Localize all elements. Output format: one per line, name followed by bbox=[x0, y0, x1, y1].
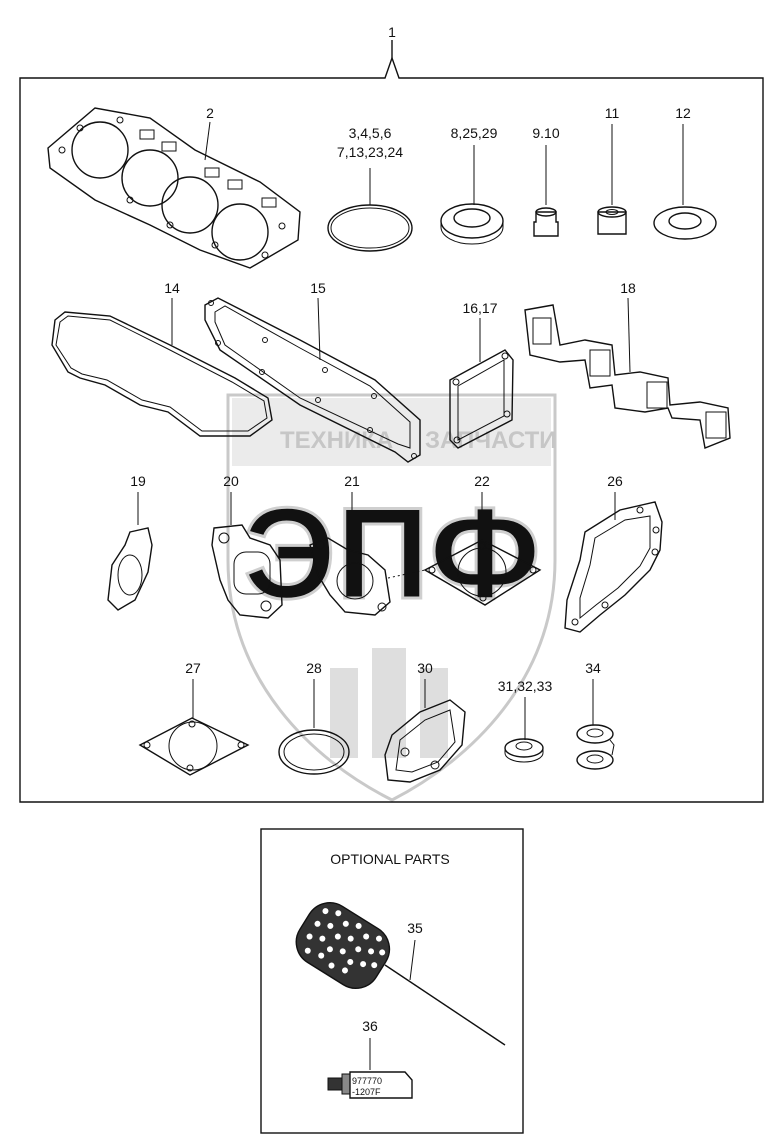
oval-port-gasket: 20 bbox=[211, 473, 283, 619]
cylinder-head-gasket: 2 bbox=[47, 105, 301, 269]
part-3-label-line1: 3,4,5,6 bbox=[349, 125, 392, 141]
optional-parts-title: OPTIONAL PARTS bbox=[330, 851, 450, 867]
part-14-label: 14 bbox=[164, 280, 180, 296]
part-28-label: 28 bbox=[306, 660, 322, 676]
part-16-label: 16,17 bbox=[462, 300, 497, 316]
oil-seal: 12 bbox=[653, 105, 717, 240]
water-pump-gasket: 26 bbox=[564, 473, 663, 633]
part-9-label: 9.10 bbox=[532, 125, 559, 141]
square-gasket: 16,17 bbox=[449, 300, 514, 449]
part-36-label: 36 bbox=[362, 1018, 378, 1034]
tube-text-line1: 977770 bbox=[352, 1076, 382, 1086]
part-3-label-line2: 7,13,23,24 bbox=[337, 144, 403, 160]
washer-pair: 34 bbox=[576, 660, 615, 770]
sealant-tube: 36 977770 -1207F bbox=[327, 1018, 413, 1099]
part-11-label: 11 bbox=[605, 105, 620, 121]
diamond-gasket: 22 bbox=[423, 473, 542, 606]
part-21-label: 21 bbox=[344, 473, 360, 489]
optional-parts-box bbox=[260, 828, 524, 1134]
small-flange-gasket: 19 bbox=[107, 473, 153, 611]
part-2-label: 2 bbox=[206, 105, 214, 121]
round-port-gasket: 21 bbox=[309, 473, 426, 616]
tube-text-line2: -1207F bbox=[352, 1087, 381, 1097]
valve-cover-gasket: 14 bbox=[51, 280, 273, 437]
part-8-label: 8,25,29 bbox=[451, 125, 498, 141]
part-18-label: 18 bbox=[620, 280, 636, 296]
washer: 31,32,33 bbox=[498, 678, 553, 763]
cover-gasket: 30 bbox=[384, 660, 466, 783]
seal-ring: 8,25,29 bbox=[440, 125, 504, 245]
part-20-label: 20 bbox=[223, 473, 239, 489]
large-o-ring: 28 bbox=[278, 660, 350, 775]
part-12-label: 12 bbox=[675, 105, 691, 121]
intake-manifold-gasket: 15 bbox=[204, 280, 421, 463]
part-34-label: 34 bbox=[585, 660, 601, 676]
part-15-label: 15 bbox=[310, 280, 326, 296]
throttle-gasket: 27 bbox=[138, 660, 250, 776]
part-27-label: 27 bbox=[185, 660, 201, 676]
part-22-label: 22 bbox=[474, 473, 490, 489]
part-26-label: 26 bbox=[607, 473, 623, 489]
part-31-label: 31,32,33 bbox=[498, 678, 553, 694]
watermark-logo: ТЕХНИКА ЗАПЧАСТИ ЭПФ bbox=[226, 393, 557, 802]
exhaust-manifold-gasket: 18 bbox=[524, 280, 731, 449]
watermark-line1: ТЕХНИКА bbox=[280, 427, 393, 454]
cylinder-hone-brush: 35 bbox=[295, 902, 506, 1046]
bushing: 11 bbox=[597, 105, 627, 235]
o-ring: 3,4,5,6 7,13,23,24 bbox=[327, 125, 413, 252]
assembly-frame bbox=[19, 55, 764, 803]
part-35-label: 35 bbox=[407, 920, 423, 936]
part-19-label: 19 bbox=[130, 473, 146, 489]
valve-stem-seal: 9.10 bbox=[532, 125, 560, 237]
assembly-label: 1 bbox=[388, 24, 396, 40]
part-30-label: 30 bbox=[417, 660, 433, 676]
